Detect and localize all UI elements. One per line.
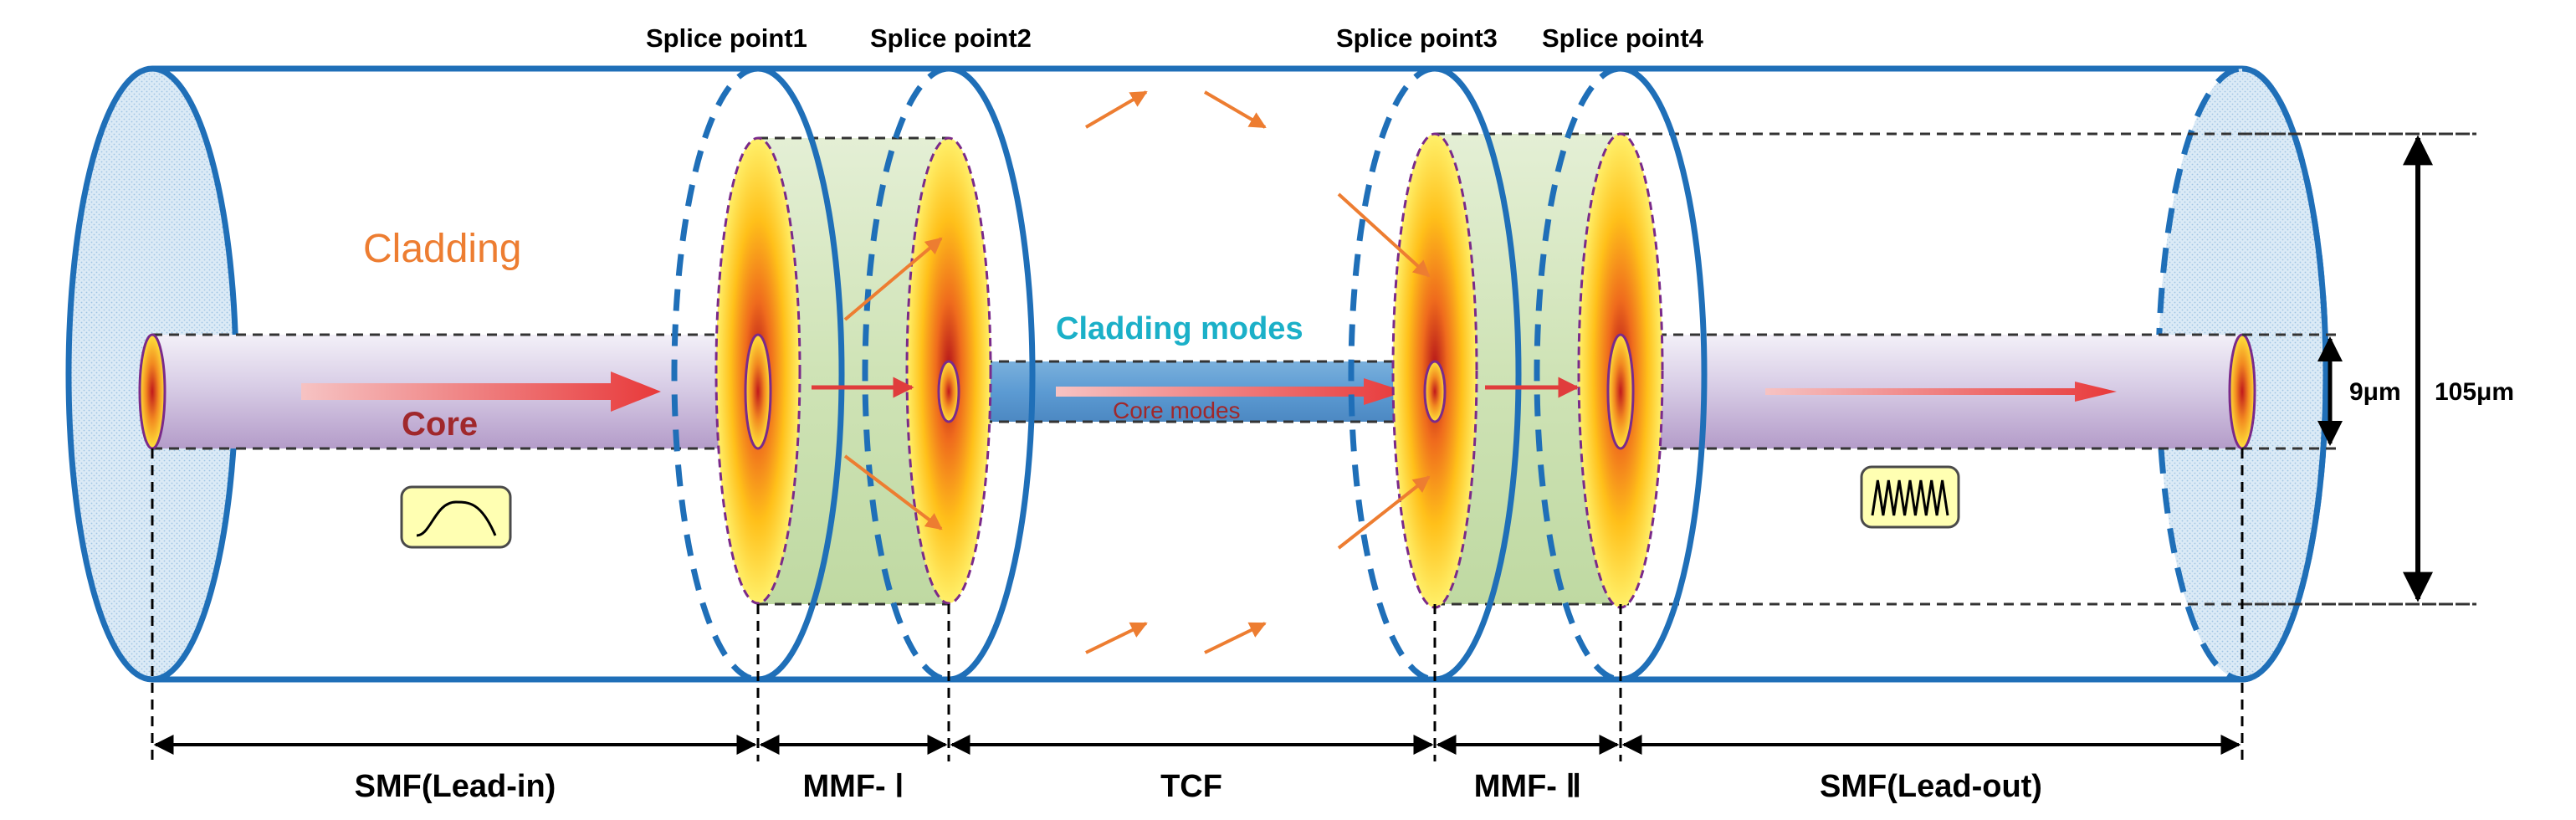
core-diameter-arrow [2242, 333, 2343, 450]
segment-label-smf-lead-out: SMF(Lead-out) [1820, 769, 2042, 804]
splice-point-1 [671, 65, 845, 683]
segment-label-tcf: TCF [1160, 769, 1222, 804]
cladding-diameter-arrow [2242, 132, 2476, 606]
splice-point-3-label: Splice point3 [1336, 23, 1498, 53]
splice-point-4 [1534, 65, 1708, 683]
splice-point-2-label: Splice point2 [870, 23, 1032, 53]
core-modes-label: Core modes [1113, 397, 1241, 423]
segment-label-mmf-2: MMF- Ⅱ [1474, 769, 1581, 804]
segment-drop-lines [151, 448, 2244, 761]
cladding-mode-arrows [843, 90, 1431, 654]
splice-point-1-label: Splice point1 [646, 23, 807, 53]
segment-label-smf-lead-in: SMF(Lead-in) [355, 769, 556, 804]
smf-lead-in-core [138, 333, 758, 450]
core-label: Core [402, 406, 478, 443]
smooth-spectrum-icon [400, 485, 512, 549]
core-diameter-label: 9μm [2349, 378, 2401, 406]
smf-lead-out-core [1640, 333, 2256, 450]
cladding-modes-label: Cladding modes [1056, 311, 1303, 346]
cladding-diameter-label: 105μm [2435, 378, 2514, 406]
splice-point-4-label: Splice point4 [1542, 23, 1704, 53]
segment-label-mmf-1: MMF- Ⅰ [803, 769, 904, 804]
interference-spectrum-icon [1860, 465, 1960, 529]
cladding-label: Cladding [363, 227, 521, 271]
